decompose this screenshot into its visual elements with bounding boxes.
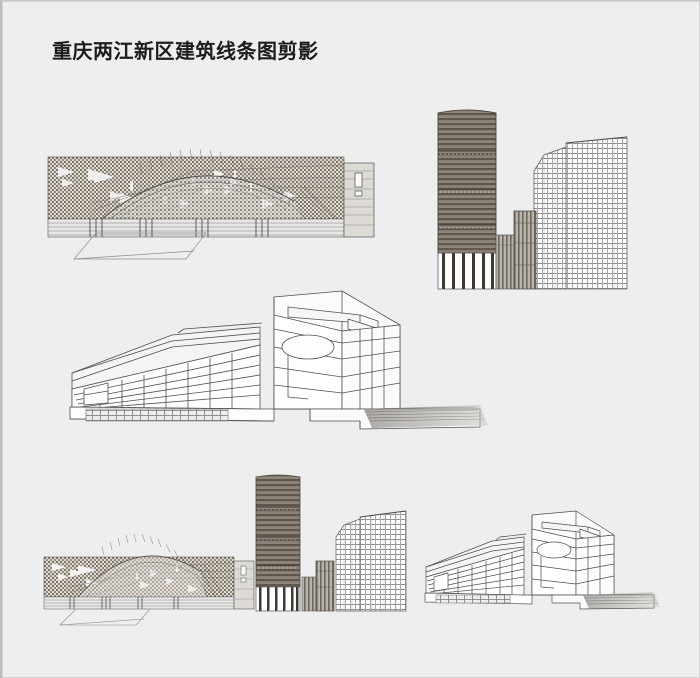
dark-banded-tower <box>437 109 497 290</box>
mid-rise-block-small <box>495 234 515 290</box>
oval-opening <box>281 334 335 400</box>
arch-canopy <box>101 148 337 220</box>
grid-slab-tower <box>565 136 628 290</box>
sloped-roof-wing <box>71 322 263 390</box>
colonnade-base <box>437 252 497 290</box>
plinth-bands <box>47 218 345 238</box>
figure-tower-cluster <box>437 109 628 290</box>
figure-lowrise-hall <box>47 148 375 260</box>
grid-chamfer-tower <box>533 146 567 290</box>
skyline-angular-building <box>424 510 660 610</box>
figure-angular-building <box>69 290 488 430</box>
page-title: 重庆两江新区建筑线条图剪影 <box>52 41 319 63</box>
figure-composite-skyline <box>43 474 660 626</box>
skyline-lowrise-hall <box>43 533 255 626</box>
skyline-tower-cluster <box>255 474 407 612</box>
right-louvre-wing <box>341 324 401 410</box>
mid-rise-block-striped <box>513 210 537 290</box>
right-end-block <box>343 162 375 238</box>
entry-canopy <box>83 382 109 406</box>
plaza-outline <box>73 232 207 260</box>
plaza-ramp-shade <box>364 405 488 428</box>
front-angled-block <box>273 314 343 410</box>
podium-grid <box>85 408 229 422</box>
